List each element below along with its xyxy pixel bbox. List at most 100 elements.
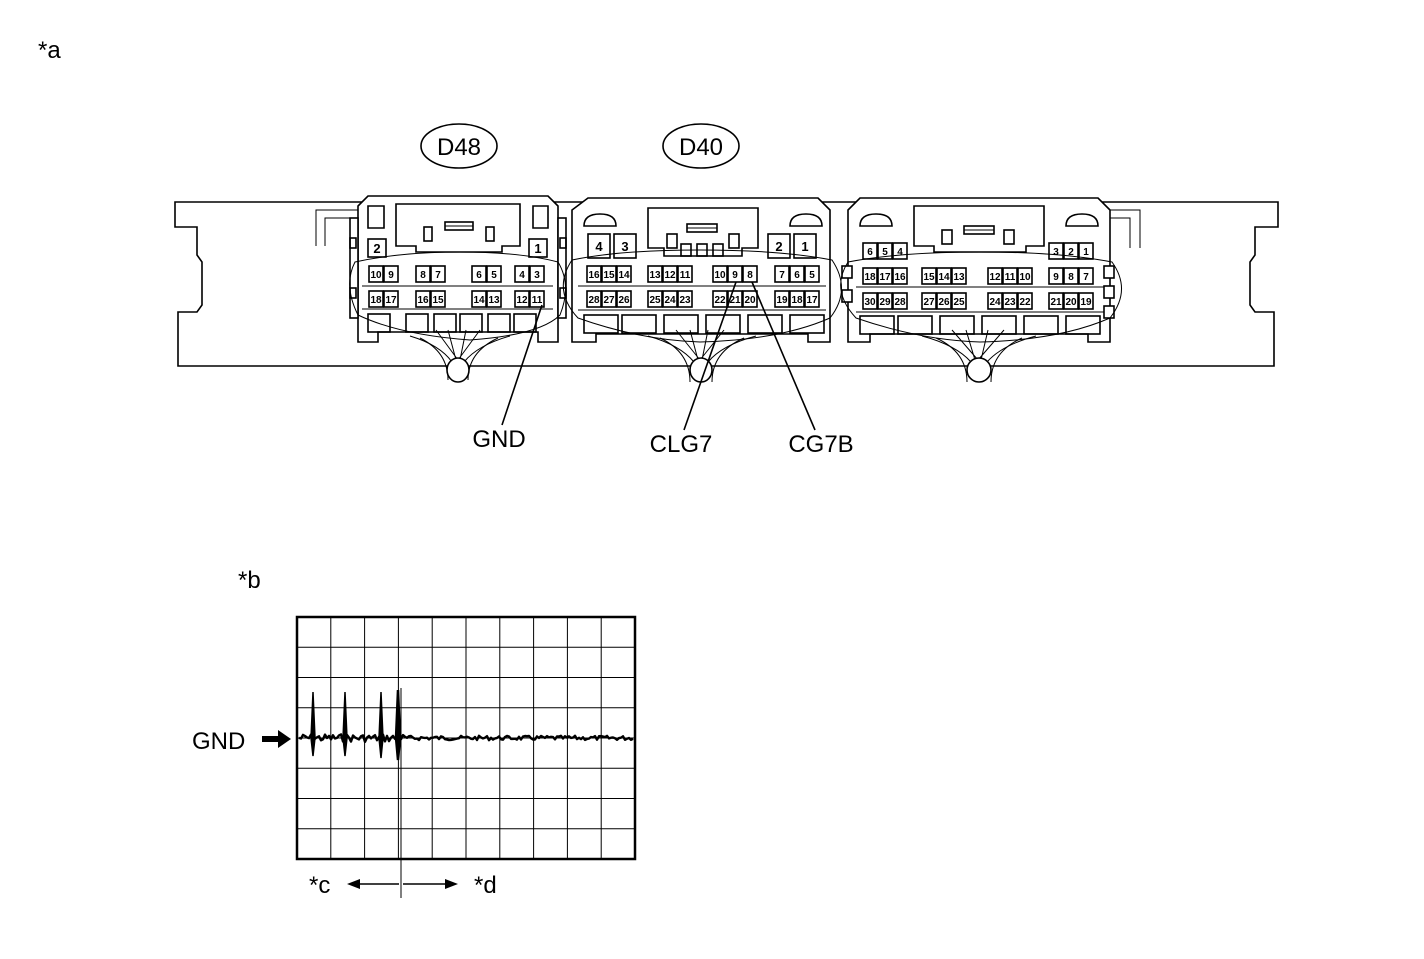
- waveform-spike: [378, 691, 384, 759]
- pin-label: 24: [989, 297, 1001, 308]
- clg7-leader-line: [683, 281, 737, 431]
- pin-label: 15: [432, 295, 444, 306]
- waveform-trace: [298, 733, 634, 744]
- pin-label: 27: [603, 295, 615, 306]
- pin-label: 5: [491, 270, 497, 281]
- pin-label: 10: [370, 270, 382, 281]
- pin-label: 20: [1065, 297, 1077, 308]
- pin-label: 1: [801, 239, 808, 254]
- reference-arrow: [262, 730, 291, 748]
- pin-label: 17: [385, 295, 397, 306]
- pin-label: 3: [534, 270, 540, 281]
- left-marker: *c: [309, 872, 330, 899]
- pin-label: 10: [714, 270, 726, 281]
- pin-label: 2: [373, 241, 380, 256]
- pin-label: 8: [420, 270, 426, 281]
- pin-label: 18: [370, 295, 382, 306]
- pin-label: 12: [664, 270, 676, 281]
- pin-label: 1: [1083, 247, 1089, 258]
- pin-label: 13: [488, 295, 500, 306]
- pin-label: 14: [618, 270, 630, 281]
- pin-label: 25: [953, 297, 965, 308]
- pin-label: 22: [1019, 297, 1031, 308]
- pin-label: 11: [680, 270, 691, 281]
- pin-label: 23: [1004, 297, 1016, 308]
- pin-label: 2: [775, 239, 782, 254]
- pin-label: 9: [1053, 272, 1059, 283]
- pin-label: 6: [476, 270, 482, 281]
- pin-label: 14: [938, 272, 950, 283]
- pin-label: 4: [519, 270, 525, 281]
- ecu-housing: [174, 201, 1279, 367]
- cg7b-leader-line: [751, 281, 816, 431]
- pin-label: 19: [776, 295, 788, 306]
- pin-label: 11: [1005, 272, 1016, 283]
- pin-label: 5: [882, 247, 888, 258]
- pin-label: 17: [806, 295, 818, 306]
- pin-label: 29: [879, 297, 891, 308]
- pin-label: 25: [649, 295, 661, 306]
- left-arrow: [347, 879, 399, 889]
- callout-clg7: CLG7: [650, 431, 713, 458]
- pin-label: 21: [1050, 297, 1062, 308]
- callout-cg7b: CG7B: [788, 431, 853, 458]
- oscilloscope-screen: [295, 615, 637, 861]
- connector-label-d40: D40: [662, 123, 740, 169]
- pin-label: 30: [864, 297, 876, 308]
- pin-label: 16: [894, 272, 906, 283]
- pin-label: 7: [435, 270, 441, 281]
- pin-label: 28: [588, 295, 600, 306]
- pin-label: 1: [534, 241, 541, 256]
- pin-label: 27: [923, 297, 935, 308]
- pin-label: 16: [417, 295, 429, 306]
- connector-label-d48: D48: [420, 123, 498, 169]
- pin-label: 16: [588, 270, 600, 281]
- reference-label: GND: [192, 728, 245, 755]
- waveform-spikes: [310, 689, 402, 761]
- pin-label: 7: [779, 270, 785, 281]
- waveform-spike: [342, 691, 348, 757]
- pin-label: 5: [809, 270, 815, 281]
- pin-label: 6: [867, 247, 873, 258]
- pin-label: 3: [1053, 247, 1059, 258]
- pin-label: 12: [989, 272, 1001, 283]
- pin-label: 8: [747, 270, 753, 281]
- waveform-spike: [310, 691, 316, 757]
- pin-label: 21: [729, 295, 741, 306]
- pin-label: 10: [1019, 272, 1031, 283]
- pin-label: 19: [1080, 297, 1092, 308]
- right-marker: *d: [474, 872, 497, 899]
- svg-text:D48: D48: [437, 134, 481, 161]
- svg-text:D40: D40: [679, 134, 723, 161]
- pin-label: 20: [744, 295, 756, 306]
- waveform-spike: [394, 689, 402, 761]
- pin-label: 7: [1083, 272, 1089, 283]
- pin-label: 22: [714, 295, 726, 306]
- pin-label: 17: [879, 272, 891, 283]
- pin-label: 2: [1068, 247, 1074, 258]
- pin-label: 18: [791, 295, 803, 306]
- pin-label: 4: [595, 239, 603, 254]
- pin-label: 8: [1068, 272, 1074, 283]
- pin-label: 18: [864, 272, 876, 283]
- gnd-leader-line: [501, 304, 543, 426]
- pin-label: 4: [897, 247, 903, 258]
- pin-label: 26: [618, 295, 630, 306]
- pin-label: 9: [732, 270, 738, 281]
- pin-label: 26: [938, 297, 950, 308]
- pin-label: 15: [923, 272, 935, 283]
- pin-label: 23: [679, 295, 691, 306]
- pin-label: 6: [794, 270, 800, 281]
- panel-b-marker: *b: [238, 567, 261, 594]
